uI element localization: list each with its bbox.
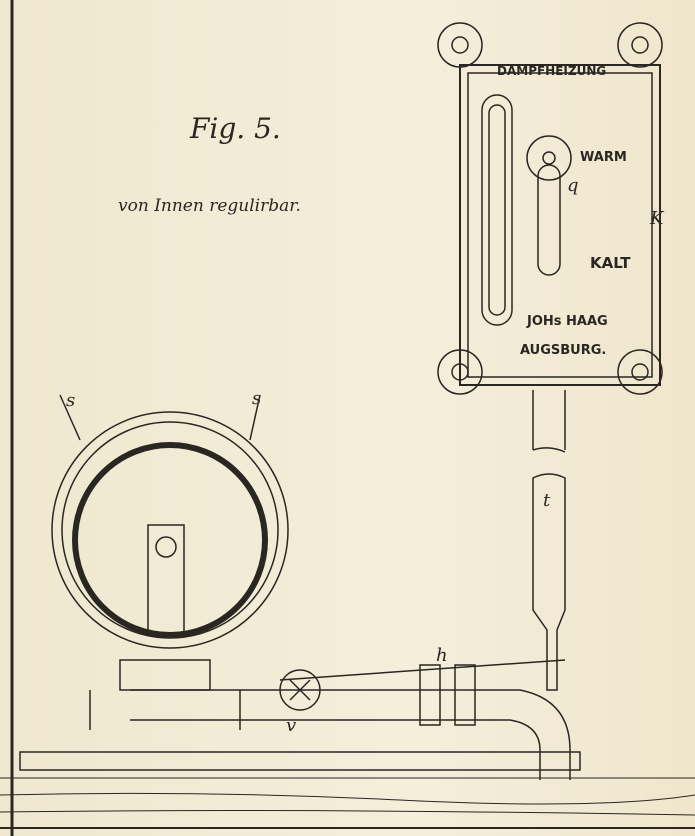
figure-subtitle: von Innen regulirbar. <box>118 196 301 216</box>
thermostat-plate <box>437 22 663 395</box>
maker-name: JOHs HAAG <box>527 314 608 329</box>
label-k: K <box>650 208 664 229</box>
pipe-t <box>532 390 566 691</box>
label-v: v <box>286 715 297 736</box>
gauge-header: DAMPFHEIZUNG <box>497 64 607 78</box>
maker-city: AUGSBURG. <box>520 343 607 358</box>
label-s-right: s <box>252 388 262 409</box>
label-s-left: s <box>66 390 76 411</box>
label-h: h <box>436 645 448 666</box>
label-q: q <box>567 175 579 196</box>
label-t: t <box>543 490 551 511</box>
cold-label: KALT <box>590 254 631 272</box>
warm-label: WARM <box>580 150 627 165</box>
valve-body <box>19 394 581 780</box>
figure-title: Fig. 5. <box>190 112 281 145</box>
wood-floor <box>0 777 695 816</box>
